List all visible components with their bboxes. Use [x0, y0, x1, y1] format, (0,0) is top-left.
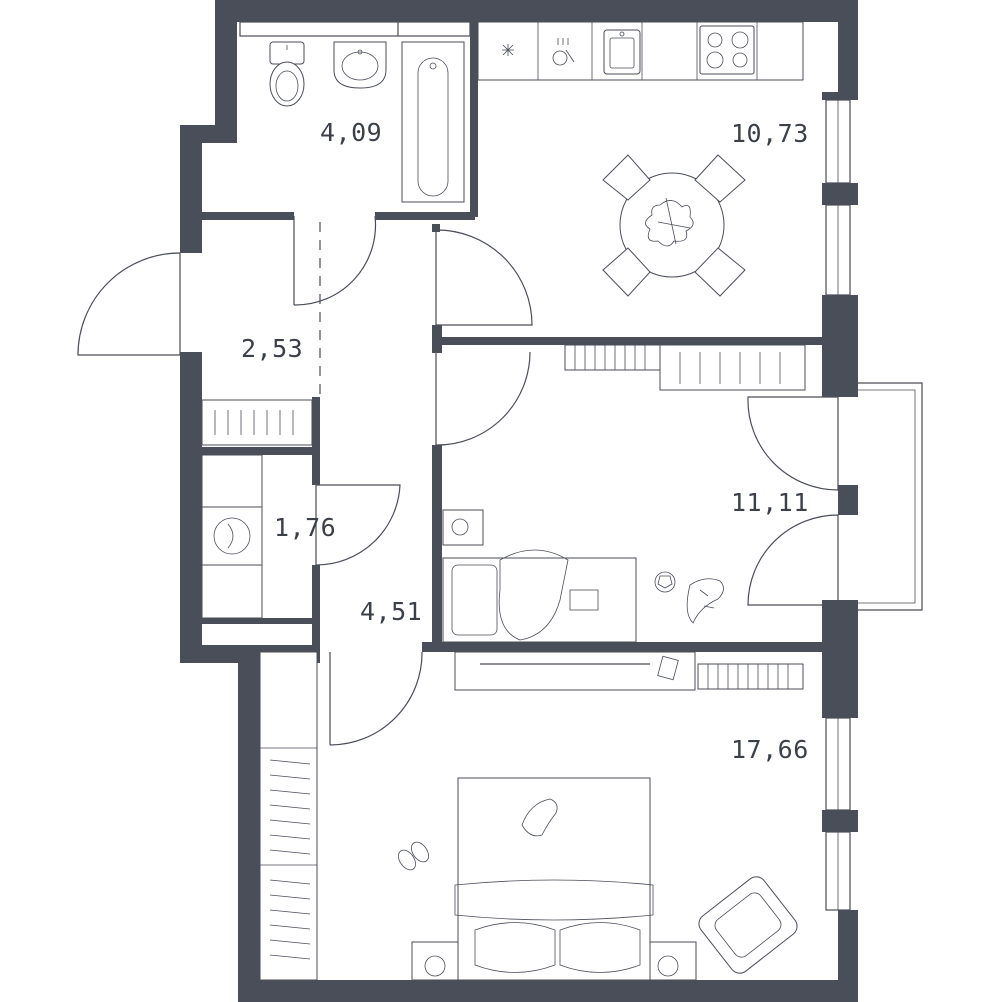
tv-icon: [454, 651, 696, 691]
washing-machine-icon: [213, 517, 251, 555]
wardrobe-icon: [201, 399, 313, 446]
toy-icon: [686, 578, 724, 624]
area-label-kitchen: 10,73: [731, 119, 809, 148]
living-room-fixtures: [442, 344, 806, 643]
area-labels: 4,09 10,73 2,53 11,11 1,76 4,51 17,66: [241, 118, 809, 764]
dishwasher-icon: [552, 38, 575, 66]
cat-icon: [521, 798, 558, 837]
area-label-bedroom: 17,66: [731, 735, 809, 764]
windows: [239, 21, 851, 911]
sofa-icon: [442, 549, 637, 643]
dining-table-icon: [619, 172, 725, 278]
laundry-fixtures: [201, 454, 263, 619]
toilet-icon: [269, 41, 305, 107]
area-label-laundry: 1,76: [274, 513, 336, 542]
doors: [77, 215, 839, 746]
nightstand-right: [649, 941, 697, 981]
kitchen-sink-icon: [603, 29, 641, 75]
area-label-entrance-hall: 2,53: [241, 334, 303, 363]
dining-chairs: [602, 154, 746, 297]
ball-icon: [654, 571, 676, 593]
walls: [180, 0, 858, 1002]
area-label-living-room: 11,11: [731, 488, 809, 517]
shelf-bedroom: [697, 663, 804, 690]
bookshelf-left: [564, 344, 661, 371]
bedroom-fixtures: [259, 651, 804, 981]
nightstand-left: [411, 941, 459, 981]
bed-icon: [454, 777, 654, 981]
fridge-icon: [502, 44, 514, 56]
area-label-corridor: 4,51: [360, 597, 422, 626]
speaker-icon: [442, 509, 484, 546]
kitchen-fixtures: [477, 21, 804, 297]
stove-icon: [699, 25, 755, 75]
balcony: [858, 382, 923, 611]
bathtub-icon: [401, 41, 465, 203]
slippers-icon: [398, 841, 429, 871]
bedroom-wardrobe: [259, 651, 318, 981]
armchair-icon: [698, 876, 798, 974]
wardrobe-living: [659, 344, 806, 391]
area-label-bathroom: 4,09: [320, 118, 382, 147]
sink-icon: [333, 41, 387, 89]
bathroom-fixtures: [269, 41, 465, 203]
